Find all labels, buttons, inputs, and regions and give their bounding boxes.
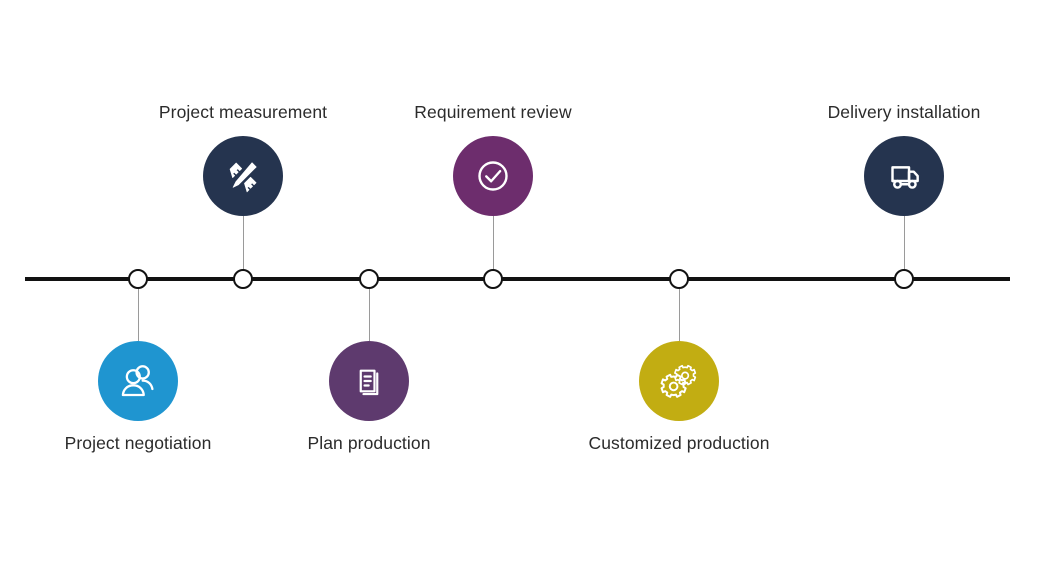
users-icon	[121, 365, 154, 397]
stage-connector-line	[493, 216, 494, 279]
stage-connector-line	[679, 279, 680, 341]
timeline-node-marker[interactable]	[894, 269, 914, 289]
timeline-node-marker[interactable]	[359, 269, 379, 289]
stage-label: Project measurement	[158, 102, 328, 122]
stage-icon-disc[interactable]	[639, 341, 719, 421]
timeline-node-marker[interactable]	[483, 269, 503, 289]
stage-connector-line	[138, 279, 139, 341]
stage-icon-disc[interactable]	[453, 136, 533, 216]
timeline-node-marker[interactable]	[233, 269, 253, 289]
stage-connector-line	[243, 216, 244, 279]
truck-icon	[891, 166, 919, 189]
stage-label: Requirement review	[414, 102, 572, 122]
stage-connector-line	[369, 279, 370, 341]
timeline-axis	[25, 277, 1010, 281]
stage-icon-disc[interactable]	[864, 136, 944, 216]
stage-icon-disc[interactable]	[203, 136, 283, 216]
stage-label: Delivery installation	[827, 102, 981, 122]
ruler-pencil-icon	[229, 162, 257, 193]
check-circle-icon	[478, 161, 508, 191]
stage-connector-line	[904, 216, 905, 279]
stage-icon-disc[interactable]	[329, 341, 409, 421]
document-notes-icon	[359, 369, 379, 396]
timeline-node-marker[interactable]	[128, 269, 148, 289]
stage-icon-disc[interactable]	[98, 341, 178, 421]
stage-label: Plan production	[307, 433, 431, 453]
timeline-node-marker[interactable]	[669, 269, 689, 289]
stage-label: Project negotiation	[64, 433, 212, 453]
stage-label: Customized production	[588, 433, 770, 453]
gears-icon	[660, 364, 697, 398]
